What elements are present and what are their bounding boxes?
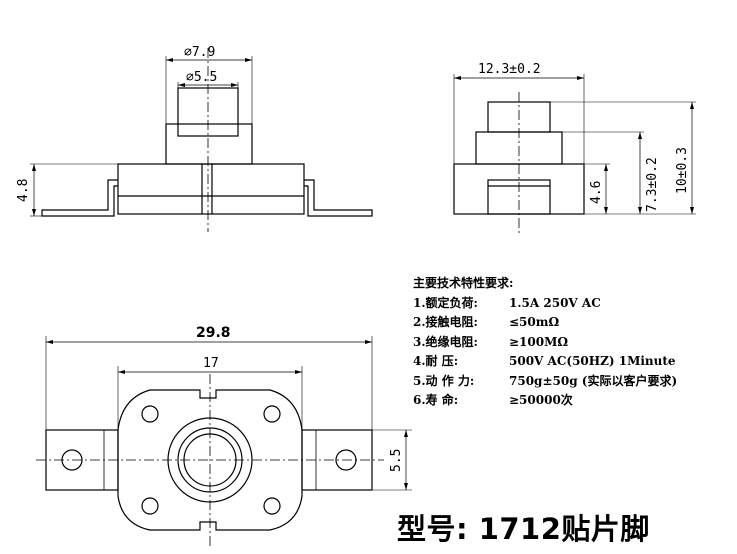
front-view [30, 48, 373, 232]
spec-title: 主要技术特性要求: [413, 276, 514, 290]
corner-hole-tr [263, 405, 281, 423]
spec-row: 6.寿 命:≥50000次 [413, 393, 573, 407]
corner-hole-br [263, 497, 281, 515]
front-body [117, 163, 305, 215]
side-dim-width: 12.3±0.2 [478, 62, 541, 77]
front-dim-outer-dia: ⌀7.9 [184, 45, 215, 60]
front-dim-height: 4.8 [16, 179, 31, 202]
top-dim-total-width: 29.8 [196, 325, 231, 341]
corner-hole-tl [141, 405, 159, 423]
spec-row: 2.接触电阻:≤50mΩ [413, 315, 560, 329]
model-number: 型号: 1712贴片脚 [397, 512, 650, 546]
top-dim-hole-spacing: 17 [203, 356, 219, 371]
front-plunger [165, 123, 253, 165]
side-dim-total-height: 10±0.3 [675, 147, 690, 194]
side-dim-body-height: 4.6 [589, 181, 604, 204]
spec-row: 1.额定负荷:1.5A 250V AC [413, 295, 601, 310]
top-dim-tab-height: 5.5 [389, 449, 404, 472]
front-left-terminal [41, 179, 118, 217]
spec-row: 4.耐 压:500V AC(50HZ) 1Minute [413, 354, 676, 368]
top-view [36, 336, 412, 546]
spec-list: 主要技术特性要求: 1.额定负荷:1.5A 250V AC 2.接触电阻:≤50… [413, 274, 733, 411]
front-right-terminal [304, 179, 373, 217]
spec-row: 3.绝缘电阻:≥100MΩ [413, 334, 569, 349]
top-body-outline [117, 389, 303, 531]
side-dim-mid-height: 7.3±0.2 [645, 157, 660, 212]
side-view [453, 74, 696, 236]
corner-hole-bl [141, 497, 159, 515]
spec-row: 5.动 作 力:750g±50g (实际以客户要求) [413, 373, 678, 388]
front-dim-inner-dia: ⌀5.5 [186, 70, 217, 85]
